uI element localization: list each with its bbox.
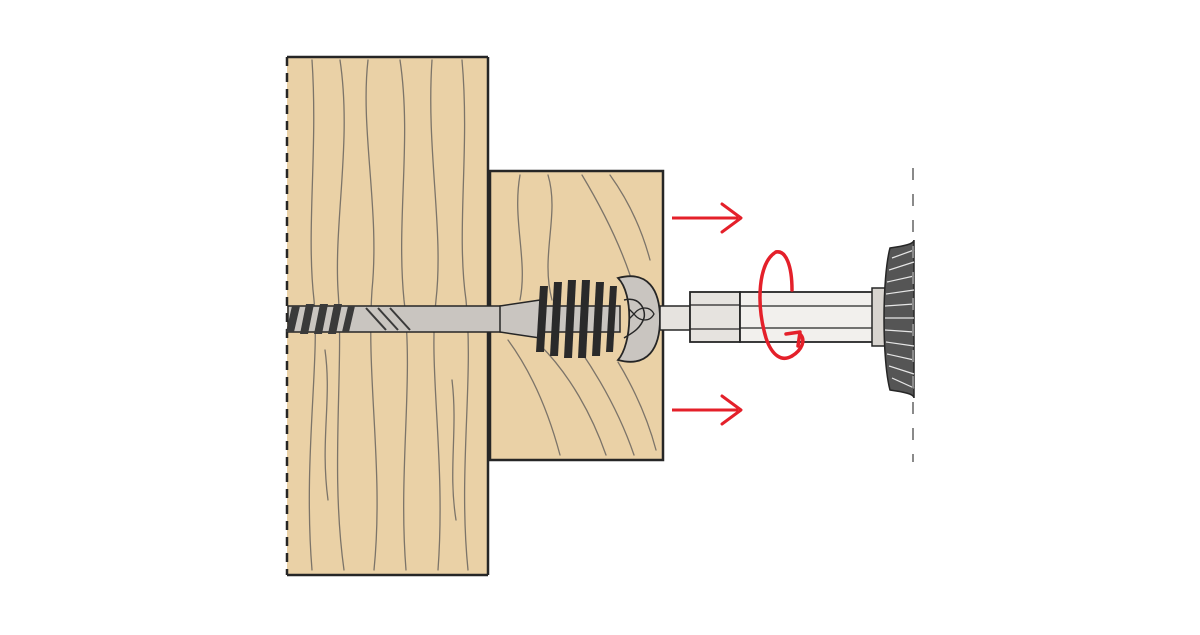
screw xyxy=(286,275,661,363)
screw-tip-thread xyxy=(286,304,355,334)
pull-right-arrow-icon xyxy=(672,394,743,426)
screw-taper xyxy=(499,299,541,339)
wood-grain-thin xyxy=(507,174,657,456)
setting-tool-flange xyxy=(883,168,915,462)
drive-bit xyxy=(659,287,887,347)
wood-grain-thick xyxy=(308,59,469,571)
head-logo xyxy=(628,307,655,321)
rotation-arrow-icon xyxy=(758,250,805,360)
screw-head-thread xyxy=(536,280,617,358)
pull-right-arrow-icon xyxy=(672,202,743,234)
screw-shank-marks xyxy=(365,307,411,331)
